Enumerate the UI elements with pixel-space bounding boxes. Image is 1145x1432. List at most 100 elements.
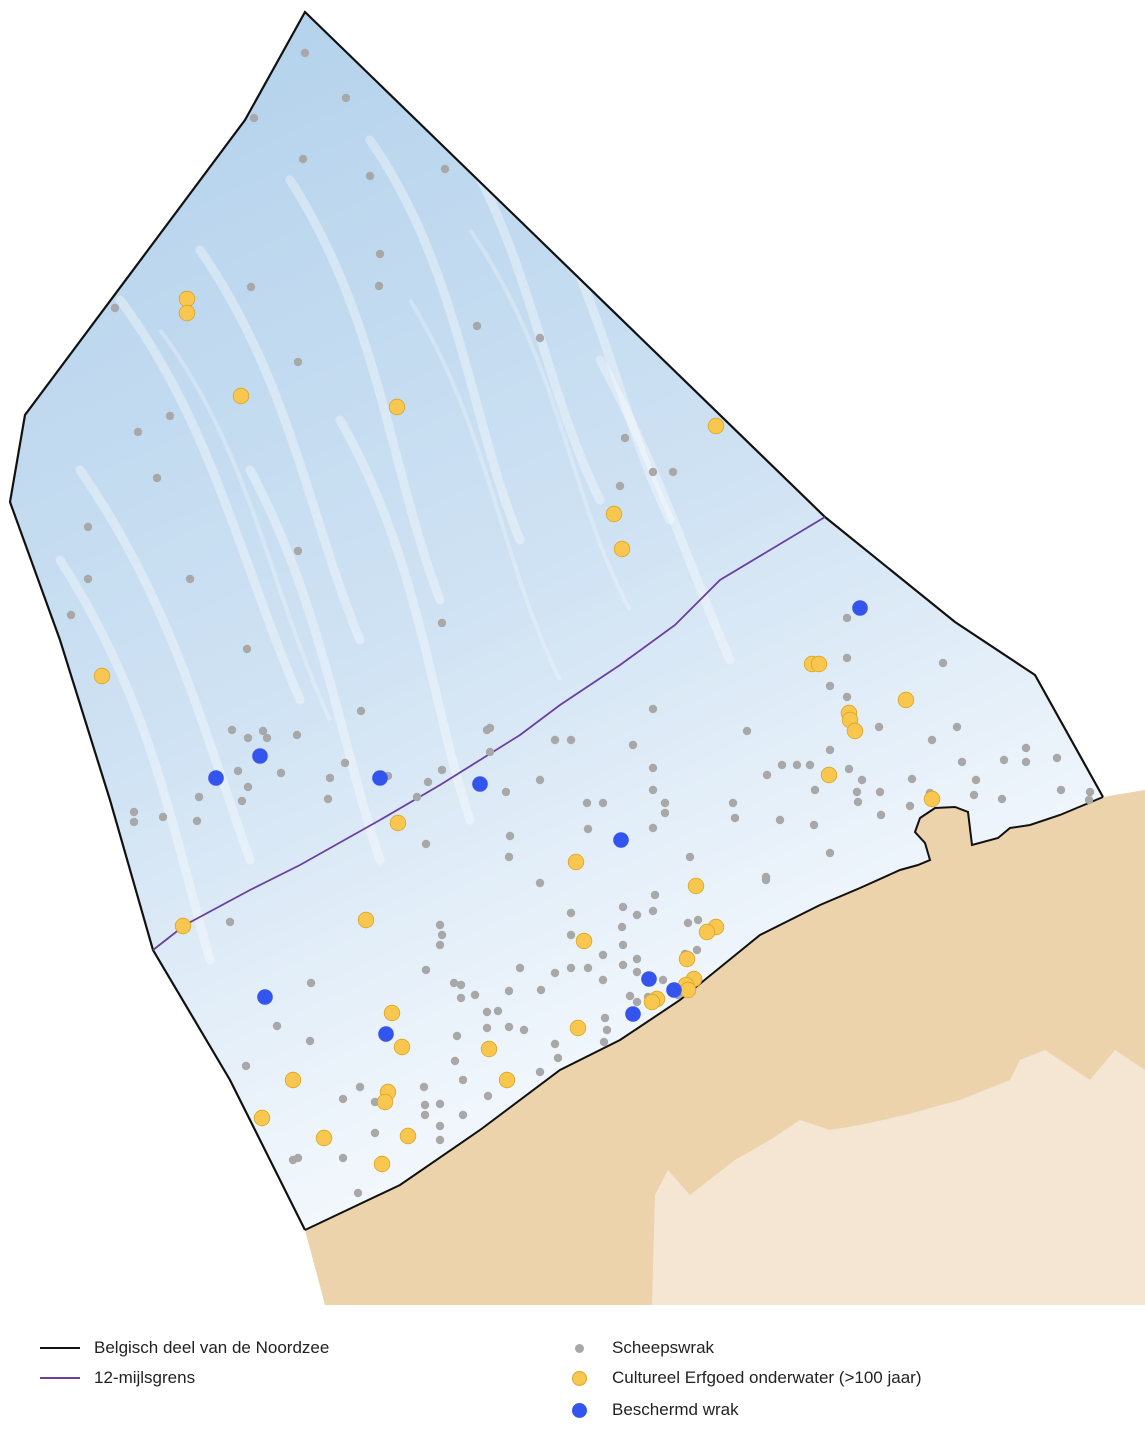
legend-protected-label: Beschermd wrak — [612, 1400, 739, 1419]
wreck-point — [456, 993, 466, 1003]
wreck-point — [632, 910, 642, 920]
land-inland — [652, 1050, 1145, 1305]
heritage-point — [357, 911, 375, 929]
wreck-points — [66, 48, 1095, 1198]
protected-wreck-point — [472, 776, 488, 792]
wreck-point — [844, 764, 854, 774]
heritage-point — [376, 1093, 394, 1111]
wreck-point — [825, 745, 835, 755]
wreck-point — [458, 1075, 468, 1085]
wreck-point — [493, 1006, 503, 1016]
heritage-point — [605, 505, 623, 523]
wreck-point — [110, 303, 120, 313]
wreck-point — [435, 1135, 445, 1145]
wreck-point — [437, 618, 447, 628]
heritage-point — [643, 993, 661, 1011]
wreck-point — [648, 785, 658, 795]
wreck-point — [470, 990, 480, 1000]
protected-wreck-point — [852, 600, 868, 616]
wreck-point — [249, 113, 259, 123]
heritage-point — [480, 1040, 498, 1058]
heritage-point — [687, 877, 705, 895]
protected-wreck-point — [257, 989, 273, 1005]
wreck-point — [1052, 753, 1062, 763]
wreck-point — [875, 787, 885, 797]
wreck-point — [233, 766, 243, 776]
heritage-point — [253, 1109, 271, 1127]
wreck-point — [423, 777, 433, 787]
wreck-point — [535, 775, 545, 785]
heritage-points — [93, 290, 941, 1173]
wreck-point — [341, 93, 351, 103]
legend-wreck-label: Scheepswrak — [612, 1338, 715, 1357]
wreck-point — [999, 755, 1009, 765]
protected-wreck-point — [372, 770, 388, 786]
wreck-point — [435, 940, 445, 950]
wreck-point — [618, 940, 628, 950]
wreck-point — [600, 1013, 610, 1023]
wreck-point — [129, 807, 139, 817]
wreck-point — [152, 473, 162, 483]
heritage-point — [373, 1155, 391, 1173]
heritage-point — [178, 304, 196, 322]
heritage-point — [388, 398, 406, 416]
wreck-point — [412, 792, 422, 802]
wreck-point — [338, 1094, 348, 1104]
legend-twelve-mile-label: 12-mijlsgrens — [94, 1368, 196, 1387]
legend-boundary-label: Belgisch deel van de Noordzee — [94, 1338, 330, 1357]
heritage-point — [846, 722, 864, 740]
wreck-point — [1021, 743, 1031, 753]
heritage-point — [174, 917, 192, 935]
wreck-point — [298, 154, 308, 164]
wreck-point — [648, 704, 658, 714]
wreck-point — [246, 282, 256, 292]
heritage-point — [678, 950, 696, 968]
wreck-point — [293, 546, 303, 556]
wreck-point — [158, 812, 168, 822]
wreck-point — [617, 922, 627, 932]
wreck-point — [550, 735, 560, 745]
heritage-point — [399, 1127, 417, 1145]
wreck-point — [262, 733, 272, 743]
wreck-point — [421, 965, 431, 975]
wreck-point — [615, 481, 625, 491]
wreck-point — [632, 954, 642, 964]
wreck-point — [419, 1082, 429, 1092]
wreck-point — [730, 813, 740, 823]
wreck-point — [306, 978, 316, 988]
wreck-point — [628, 740, 638, 750]
wreck-point — [370, 1128, 380, 1138]
wreck-point — [874, 722, 884, 732]
wreck-point — [243, 782, 253, 792]
wreck-point — [810, 785, 820, 795]
wreck-point — [550, 968, 560, 978]
map — [8, 10, 1145, 1305]
wreck-point — [485, 723, 495, 733]
wreck-point — [957, 757, 967, 767]
wreck-point — [243, 733, 253, 743]
wreck-point — [952, 722, 962, 732]
heritage-point — [569, 1019, 587, 1037]
legend-heritage-label: Cultureel Erfgoed onderwater (>100 jaar) — [612, 1368, 922, 1387]
wreck-point — [825, 848, 835, 858]
heritage-point — [698, 923, 716, 941]
wreck-point — [598, 975, 608, 985]
legend-wreck: Scheepswrak — [572, 1338, 714, 1358]
protected-wreck-point — [252, 748, 268, 764]
wreck-point — [323, 794, 333, 804]
wreck-swatch — [575, 1343, 584, 1353]
wreck-point — [1085, 787, 1095, 797]
wreck-point — [583, 963, 593, 973]
wreck-point — [374, 281, 384, 291]
wreck-point — [853, 797, 863, 807]
wreck-point — [535, 333, 545, 343]
wreck-point — [602, 1025, 612, 1035]
wreck-point — [435, 1121, 445, 1131]
wreck-point — [276, 768, 286, 778]
wreck-point — [583, 824, 593, 834]
wreck-point — [618, 960, 628, 970]
wreck-point — [648, 906, 658, 916]
wreck-point — [483, 1091, 493, 1101]
wreck-point — [876, 810, 886, 820]
wreck-point — [66, 610, 76, 620]
